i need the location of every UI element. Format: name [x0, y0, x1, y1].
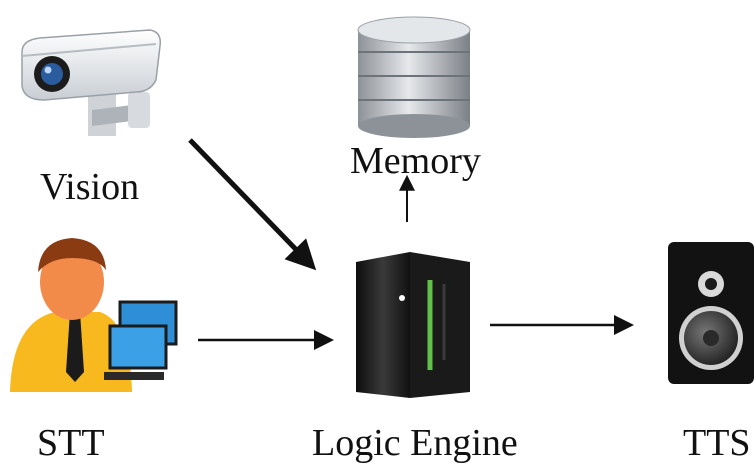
vision-label: Vision	[40, 166, 140, 208]
database-icon	[357, 16, 471, 138]
server-icon	[356, 252, 470, 398]
arrow-vision-to-logic	[188, 138, 317, 271]
stt-label: STT	[37, 422, 105, 464]
speaker-icon	[668, 242, 754, 384]
tts-label: TTS	[683, 422, 751, 464]
logic-engine-label: Logic Engine	[312, 422, 518, 464]
user-at-computer-icon	[10, 238, 178, 392]
memory-label: Memory	[350, 140, 481, 182]
security-camera-icon	[21, 29, 162, 136]
